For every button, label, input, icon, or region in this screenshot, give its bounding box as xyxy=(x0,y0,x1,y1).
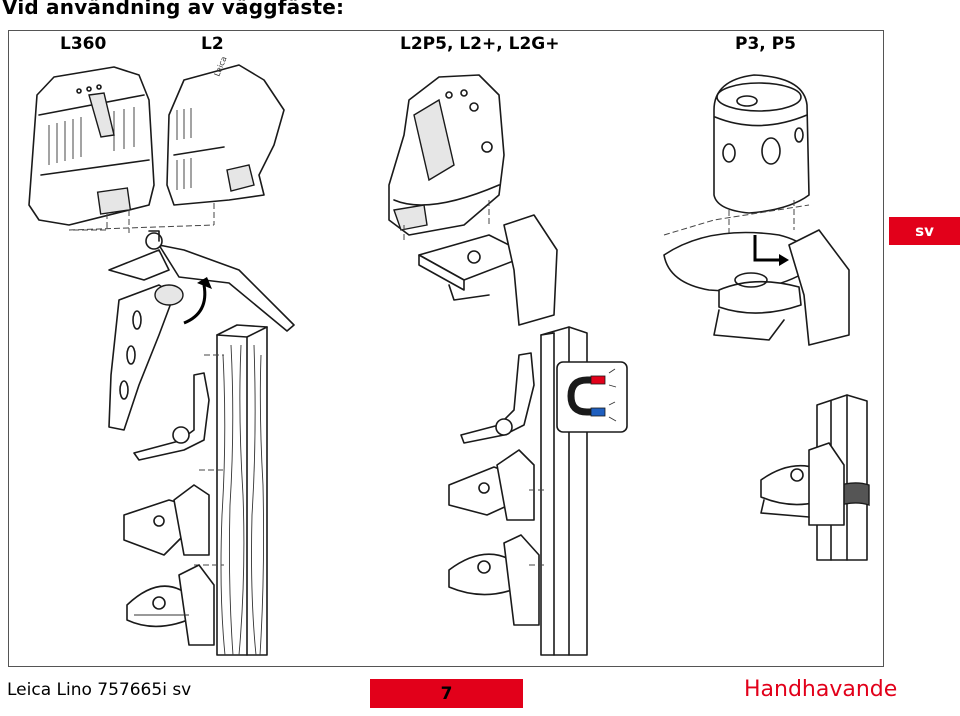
figure-frame xyxy=(8,30,884,667)
bracket-stack-left xyxy=(123,372,215,646)
footer-page-number: 7 xyxy=(370,679,523,708)
device-l2: Leica Lino L2 xyxy=(166,55,285,206)
model-label-p3-p5: P3, P5 xyxy=(735,34,796,54)
model-label-l2: L2 xyxy=(201,34,224,54)
footer-doc-id: Leica Lino 757665i sv xyxy=(7,680,192,700)
device-l360 xyxy=(28,66,155,226)
wall-mount-illustration: Leica Lino L2 xyxy=(28,55,870,656)
language-tab[interactable]: sv xyxy=(889,217,960,245)
model-label-l2p5: L2P5, L2+, L2G+ xyxy=(400,34,560,54)
bracket-p3-p5 xyxy=(663,229,850,346)
magnet-inset xyxy=(556,361,628,433)
wooden-post xyxy=(216,324,268,656)
footer-section-title: Handhavande xyxy=(744,677,898,702)
bracket-l2p5 xyxy=(418,214,558,326)
device-p3-p5 xyxy=(713,74,810,214)
bracket-right-mounted xyxy=(760,442,845,526)
device-l2p5 xyxy=(388,74,505,236)
wall-bracket-l360 xyxy=(108,230,295,431)
bracket-stack-middle xyxy=(448,352,540,626)
model-label-l360: L360 xyxy=(60,34,107,54)
page-title: Vid användning av väggfäste: xyxy=(2,0,345,19)
